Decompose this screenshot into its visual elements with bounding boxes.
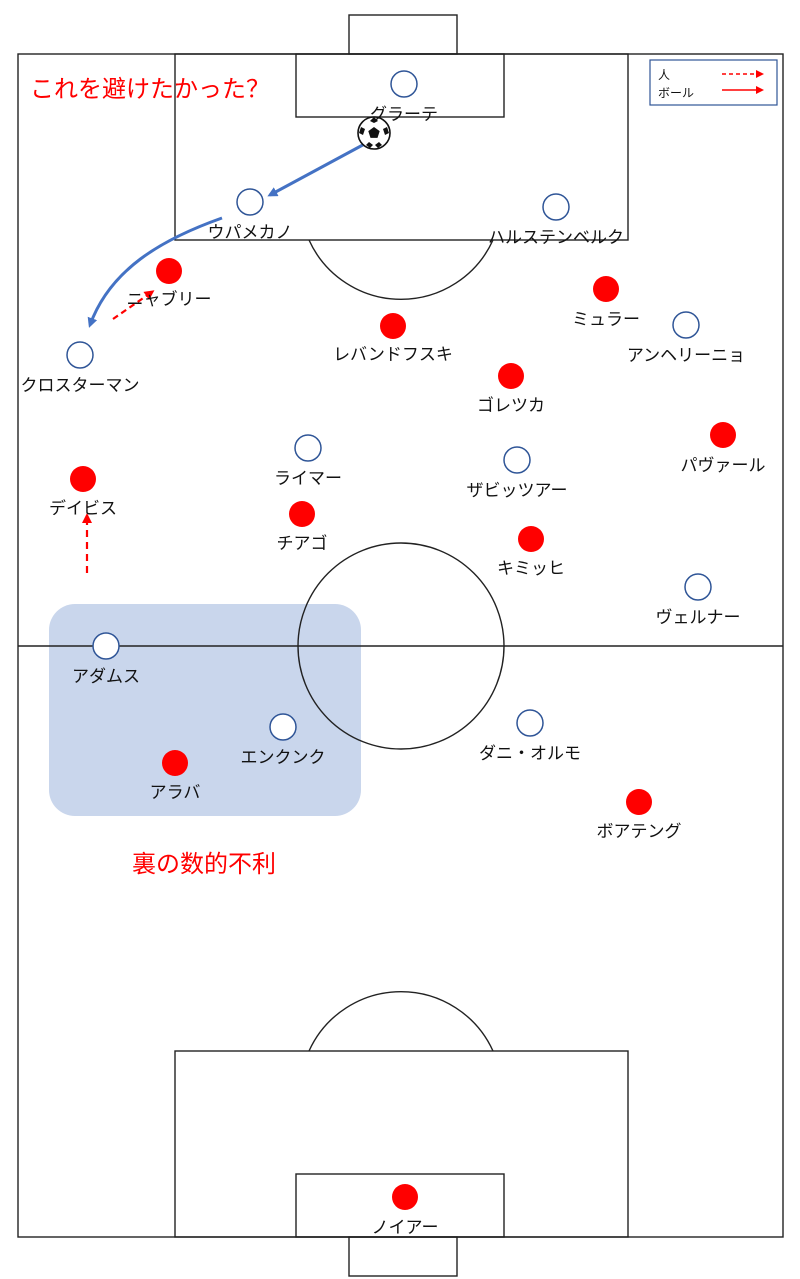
player-red-thiago: チアゴ [277, 501, 328, 554]
player-name: キミッヒ [497, 559, 565, 579]
player-name: ザビッツアー [467, 481, 568, 501]
player-white-upamecano: ウパメカノ [208, 188, 293, 243]
player-red-gnabry: ニャブリー [127, 258, 212, 310]
pass-arrow-gk-to-upamecano [267, 138, 373, 197]
player-red-neuer: ノイアー [372, 1184, 439, 1238]
run-arrow-gnabry [112, 290, 155, 320]
highlight-zone [49, 604, 361, 816]
bottom-goal [348, 1236, 458, 1277]
player-white-sabitzer: ザビッツアー [467, 446, 568, 501]
player-white-klostermann: クロスターマン [21, 341, 140, 396]
legend: 人 ボール [649, 59, 778, 106]
player-name: アンヘリーニョ [627, 346, 745, 366]
player-name: アダムス [72, 667, 140, 687]
player-name: ボアテング [597, 822, 682, 842]
player-name: ミュラー [572, 310, 640, 330]
player-name: ニャブリー [127, 289, 212, 310]
red-team: ニャブリー レバンドフスキ ミュラー ゴレツカ パヴァール デイビス チアゴ [49, 258, 766, 1238]
player-red-goretzka: ゴレツカ [477, 363, 545, 416]
player-name: ゴレツカ [477, 395, 545, 416]
bottom-annotation: 裏の数的不利 [132, 850, 276, 878]
player-white-adams: アダムス [72, 632, 140, 687]
player-name: ダニ・オルモ [479, 744, 581, 764]
player-white-laimer: ライマー [274, 434, 342, 489]
bottom-penalty-arc [308, 990, 494, 1052]
player-white-halstenberg: ハルステンベルク [488, 193, 624, 248]
player-name: エンクンク [241, 748, 326, 768]
top-goal [348, 14, 458, 55]
player-name: アラバ [150, 783, 201, 803]
player-red-lewandowski: レバンドフスキ [333, 313, 453, 365]
player-name: クロスターマン [21, 376, 140, 396]
player-name: レバンドフスキ [333, 345, 453, 365]
player-red-davies: デイビス [49, 466, 117, 519]
player-red-pavard: パヴァール [681, 422, 766, 476]
top-goal-area [295, 53, 505, 118]
white-team: グラーテ ウパメカノ ハルステンベルク アンヘリーニョ クロスターマン ライマー… [21, 70, 745, 768]
player-white-gulacsi: グラーテ [370, 70, 438, 125]
legend-box [649, 59, 778, 106]
player-name: パヴァール [681, 456, 766, 476]
player-name: チアゴ [277, 533, 328, 554]
player-name: ノイアー [372, 1218, 439, 1238]
player-name: ライマー [274, 469, 342, 489]
player-red-boateng: ボアテング [597, 789, 682, 842]
center-circle [297, 542, 505, 750]
top-penalty-arc [308, 239, 494, 301]
player-name: ウパメカノ [208, 223, 293, 243]
pass-arrow-upamecano-to-klostermann [87, 216, 223, 328]
player-name: グラーテ [370, 105, 438, 125]
player-white-nkunku: エンクンク [241, 713, 326, 768]
pitch-lines [17, 14, 784, 1277]
player-white-werner: ヴェルナー [656, 573, 741, 628]
player-name: デイビス [49, 498, 117, 519]
player-name: ハルステンベルク [488, 228, 624, 248]
player-red-alaba: アラバ [150, 750, 201, 803]
legend-person-label: 人 [658, 68, 670, 82]
player-red-kimmich: キミッヒ [497, 526, 565, 579]
player-white-angelino: アンヘリーニョ [627, 311, 745, 366]
bottom-goal-area [295, 1173, 505, 1238]
top-annotation: これを避けたかった？ [30, 75, 270, 103]
legend-ball-label: ボール [658, 86, 694, 100]
player-white-olmo: ダニ・オルモ [479, 709, 581, 764]
soccer-ball-icon [357, 116, 391, 150]
player-name: ヴェルナー [656, 608, 741, 628]
player-red-muller: ミュラー [572, 276, 640, 330]
